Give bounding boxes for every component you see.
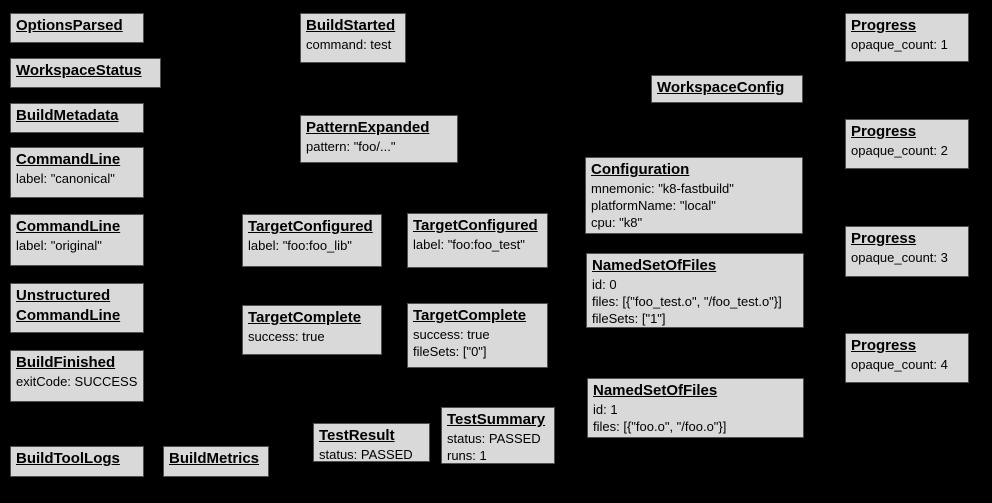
node-title: TargetConfigured xyxy=(413,217,538,234)
node-detail: id: 1 xyxy=(593,402,618,417)
node-title: TargetConfigured xyxy=(248,218,373,235)
node-detail: label: "canonical" xyxy=(16,171,115,186)
node-title: Progress xyxy=(851,230,917,247)
node-detail: exitCode: SUCCESS xyxy=(16,374,138,389)
node-detail: label: "original" xyxy=(16,238,102,253)
node-title: WorkspaceStatus xyxy=(16,62,142,79)
node-title: TestSummary xyxy=(447,411,546,428)
node-title: TestResult xyxy=(319,427,395,444)
node-detail: files: [{"foo.o", "/foo.o"}] xyxy=(593,419,727,434)
node-title: TargetComplete xyxy=(413,307,527,324)
node-title: WorkspaceConfig xyxy=(657,79,785,96)
node-title: BuildMetadata xyxy=(16,107,119,124)
node-build-metadata: BuildMetadata xyxy=(10,103,144,133)
node-unstructured-command-line: Unstructured CommandLine xyxy=(10,283,144,333)
node-title: CommandLine xyxy=(16,218,121,235)
node-title: BuildMetrics xyxy=(169,450,260,467)
node-title: OptionsParsed xyxy=(16,17,123,34)
node-title: Progress xyxy=(851,123,917,140)
node-detail: opaque_count: 4 xyxy=(851,357,948,372)
node-workspace-config: WorkspaceConfig xyxy=(651,75,803,103)
node-detail: label: "foo:foo_lib" xyxy=(248,238,352,253)
node-detail: command: test xyxy=(306,37,392,52)
node-target-configured-test: TargetConfigured label: "foo:foo_test" xyxy=(407,213,548,268)
node-title: BuildFinished xyxy=(16,354,116,371)
node-title: BuildToolLogs xyxy=(16,450,120,467)
node-title: Configuration xyxy=(591,161,690,178)
node-title: CommandLine xyxy=(16,151,121,168)
node-detail: cpu: "k8" xyxy=(591,215,643,230)
node-build-started: BuildStarted command: test xyxy=(300,13,406,63)
node-detail: platformName: "local" xyxy=(591,198,716,213)
node-options-parsed: OptionsParsed xyxy=(10,13,144,43)
node-command-line-canonical: CommandLine label: "canonical" xyxy=(10,147,144,198)
node-detail: status: PASSED xyxy=(447,431,541,446)
node-command-line-original: CommandLine label: "original" xyxy=(10,214,144,266)
node-build-tool-logs: BuildToolLogs xyxy=(10,446,144,477)
node-test-summary: TestSummary status: PASSED runs: 1 xyxy=(441,407,555,464)
node-detail: success: true xyxy=(248,329,325,344)
node-build-finished: BuildFinished exitCode: SUCCESS xyxy=(10,350,144,402)
node-title: NamedSetOfFiles xyxy=(592,257,717,274)
node-detail: mnemonic: "k8-fastbuild" xyxy=(591,181,734,196)
node-progress-3: Progress opaque_count: 3 xyxy=(845,226,969,277)
node-detail: runs: 1 xyxy=(447,448,487,463)
node-target-complete-lib: TargetComplete success: true xyxy=(242,305,382,355)
node-progress-4: Progress opaque_count: 4 xyxy=(845,333,969,383)
node-detail: status: PASSED xyxy=(319,447,413,462)
node-detail: files: [{"foo_test.o", "/foo_test.o"}] xyxy=(592,294,782,309)
node-workspace-status: WorkspaceStatus xyxy=(10,58,161,88)
node-detail: opaque_count: 3 xyxy=(851,250,948,265)
node-title: PatternExpanded xyxy=(306,119,430,136)
node-title: Unstructured CommandLine xyxy=(16,287,121,324)
node-detail: success: true xyxy=(413,327,490,342)
node-progress-2: Progress opaque_count: 2 xyxy=(845,119,969,169)
node-detail: fileSets: ["1"] xyxy=(592,311,666,326)
node-target-configured-lib: TargetConfigured label: "foo:foo_lib" xyxy=(242,214,382,267)
node-detail: fileSets: ["0"] xyxy=(413,344,487,359)
node-title: TargetComplete xyxy=(248,309,362,326)
node-title: NamedSetOfFiles xyxy=(593,382,718,399)
node-named-set-of-files-0: NamedSetOfFiles id: 0 files: [{"foo_test… xyxy=(586,253,804,328)
node-target-complete-test: TargetComplete success: true fileSets: [… xyxy=(407,303,548,368)
node-detail: opaque_count: 1 xyxy=(851,37,948,52)
node-pattern-expanded: PatternExpanded pattern: "foo/..." xyxy=(300,115,458,163)
node-title: BuildStarted xyxy=(306,17,396,34)
node-build-metrics: BuildMetrics xyxy=(163,446,269,477)
node-detail: opaque_count: 2 xyxy=(851,143,948,158)
node-test-result: TestResult status: PASSED xyxy=(313,423,430,462)
node-detail: id: 0 xyxy=(592,277,617,292)
node-detail: label: "foo:foo_test" xyxy=(413,237,525,252)
node-detail: pattern: "foo/..." xyxy=(306,139,396,154)
node-title: Progress xyxy=(851,337,917,354)
node-progress-1: Progress opaque_count: 1 xyxy=(845,13,969,62)
node-title: Progress xyxy=(851,17,917,34)
node-named-set-of-files-1: NamedSetOfFiles id: 1 files: [{"foo.o", … xyxy=(587,378,804,438)
node-configuration: Configuration mnemonic: "k8-fastbuild" p… xyxy=(585,157,803,234)
